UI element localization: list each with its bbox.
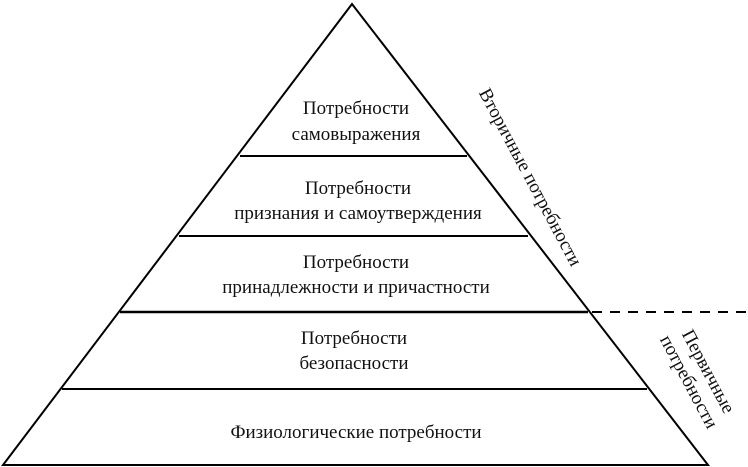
pyramid-outline [0,2,711,466]
level-physiological: Физиологические потребности [230,422,481,443]
level-self-actualization-line2: самовыражения [292,124,421,145]
level-safety-line1: Потребности [301,328,407,349]
level-self-actualization-line1: Потребности [303,98,409,119]
group-label-secondary: Вторичные потребности [474,85,586,270]
level-esteem-line1: Потребности [305,178,411,199]
level-belonging-line2: принадлежности и причастности [222,277,489,298]
level-esteem-line2: признания и самоутверждения [234,203,482,224]
level-safety-line2: безопасности [299,353,408,374]
level-belonging-line1: Потребности [303,252,409,273]
